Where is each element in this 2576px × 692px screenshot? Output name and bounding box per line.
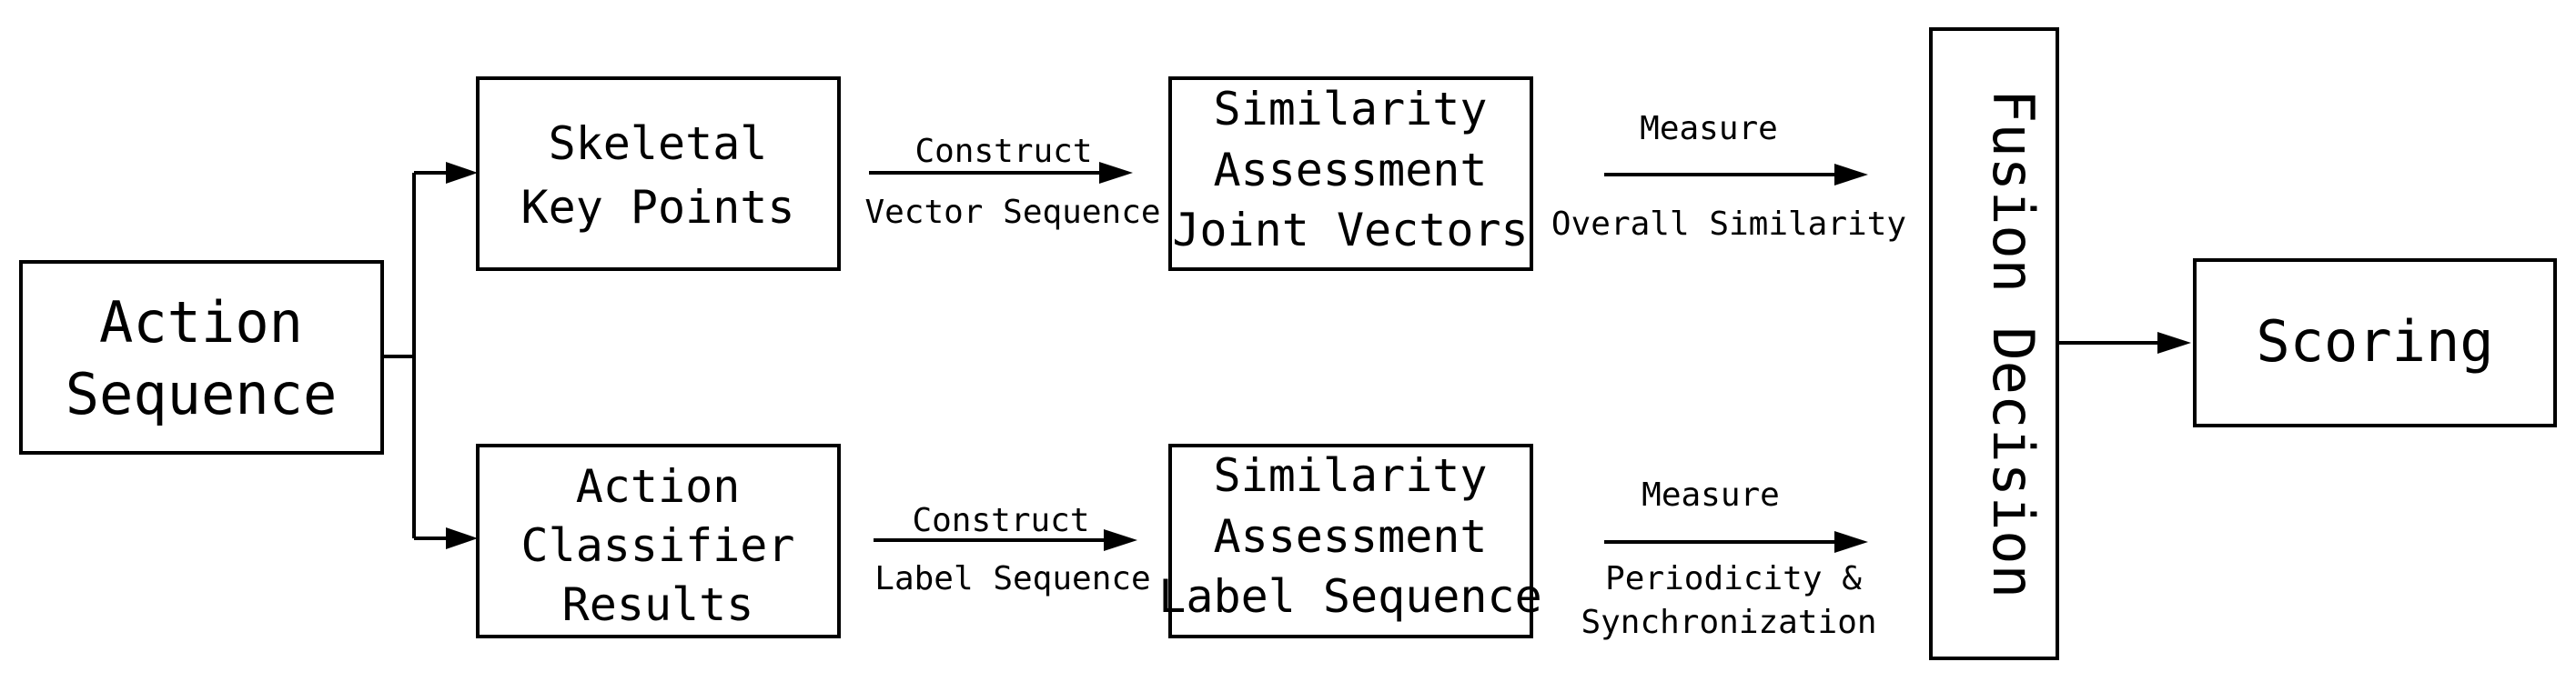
- construct-label-label-1: Construct: [912, 502, 1089, 539]
- similarity-joint-vectors-box: [1168, 76, 1533, 271]
- action-sequence-line-1: Action: [99, 289, 303, 356]
- fusion-decision-box: [1929, 27, 2059, 660]
- action-sequence-line-2: Sequence: [66, 361, 338, 427]
- skeletal-key-points-box: [476, 76, 841, 271]
- arrowhead-construct-label: [1104, 529, 1137, 551]
- arrowhead-measure-overall: [1834, 164, 1868, 186]
- similarity-joint-vectors-line-1: Similarity: [1213, 83, 1487, 135]
- measure-overall-label-2: Overall Similarity: [1551, 206, 1906, 243]
- arrowhead-fusion-to-scoring: [2157, 332, 2191, 354]
- scoring-label: Scoring: [2256, 308, 2493, 375]
- arrowhead-to-classifier: [446, 527, 478, 549]
- measure-periodicity-label-1: Measure: [1642, 476, 1780, 514]
- scoring-box: [2193, 258, 2557, 427]
- action-sequence-node: Action Sequence: [19, 260, 384, 455]
- action-classifier-line-3: Results: [562, 578, 754, 631]
- similarity-joint-vectors-line-2: Assessment: [1213, 144, 1487, 196]
- similarity-joint-vectors-node: Similarity Assessment Joint Vectors: [1168, 76, 1533, 271]
- action-classifier-results-node: Action Classifier Results: [476, 444, 841, 638]
- construct-label-label-2: Label Sequence: [874, 560, 1150, 597]
- action-classifier-line-2: Classifier: [520, 519, 794, 572]
- action-classifier-line-1: Action: [576, 460, 741, 513]
- edge-labels: Construct Vector Sequence Construct Labe…: [864, 110, 1906, 641]
- similarity-joint-vectors-line-3: Joint Vectors: [1172, 204, 1528, 256]
- connectors: [382, 162, 2191, 553]
- measure-overall-label-1: Measure: [1640, 110, 1778, 147]
- action-classifier-results-box: [476, 444, 841, 638]
- measure-periodicity-label-3: Synchronization: [1581, 604, 1876, 641]
- similarity-label-sequence-line-2: Assessment: [1213, 510, 1487, 563]
- scoring-node: Scoring: [2193, 258, 2557, 427]
- skeletal-key-points-line-1: Skeletal: [549, 117, 768, 170]
- construct-vector-label-1: Construct: [914, 133, 1092, 170]
- arrowhead-to-skeletal: [446, 162, 478, 184]
- action-sequence-box: [19, 260, 384, 455]
- arrowhead-construct-vector: [1099, 162, 1133, 184]
- construct-vector-label-2: Vector Sequence: [864, 194, 1160, 231]
- fusion-decision-label: Fusion Decision: [1980, 89, 2046, 598]
- fusion-decision-node: Fusion Decision: [1929, 27, 2059, 660]
- skeletal-key-points-node: Skeletal Key Points: [476, 76, 841, 271]
- measure-periodicity-label-2: Periodicity &: [1605, 560, 1862, 597]
- similarity-label-sequence-box: [1168, 444, 1533, 638]
- similarity-label-sequence-node: Similarity Assessment Label Sequence: [1158, 444, 1542, 638]
- similarity-label-sequence-line-1: Similarity: [1213, 449, 1487, 502]
- similarity-label-sequence-line-3: Label Sequence: [1158, 570, 1541, 623]
- skeletal-key-points-line-2: Key Points: [520, 181, 794, 234]
- arrowhead-measure-periodicity: [1834, 531, 1868, 553]
